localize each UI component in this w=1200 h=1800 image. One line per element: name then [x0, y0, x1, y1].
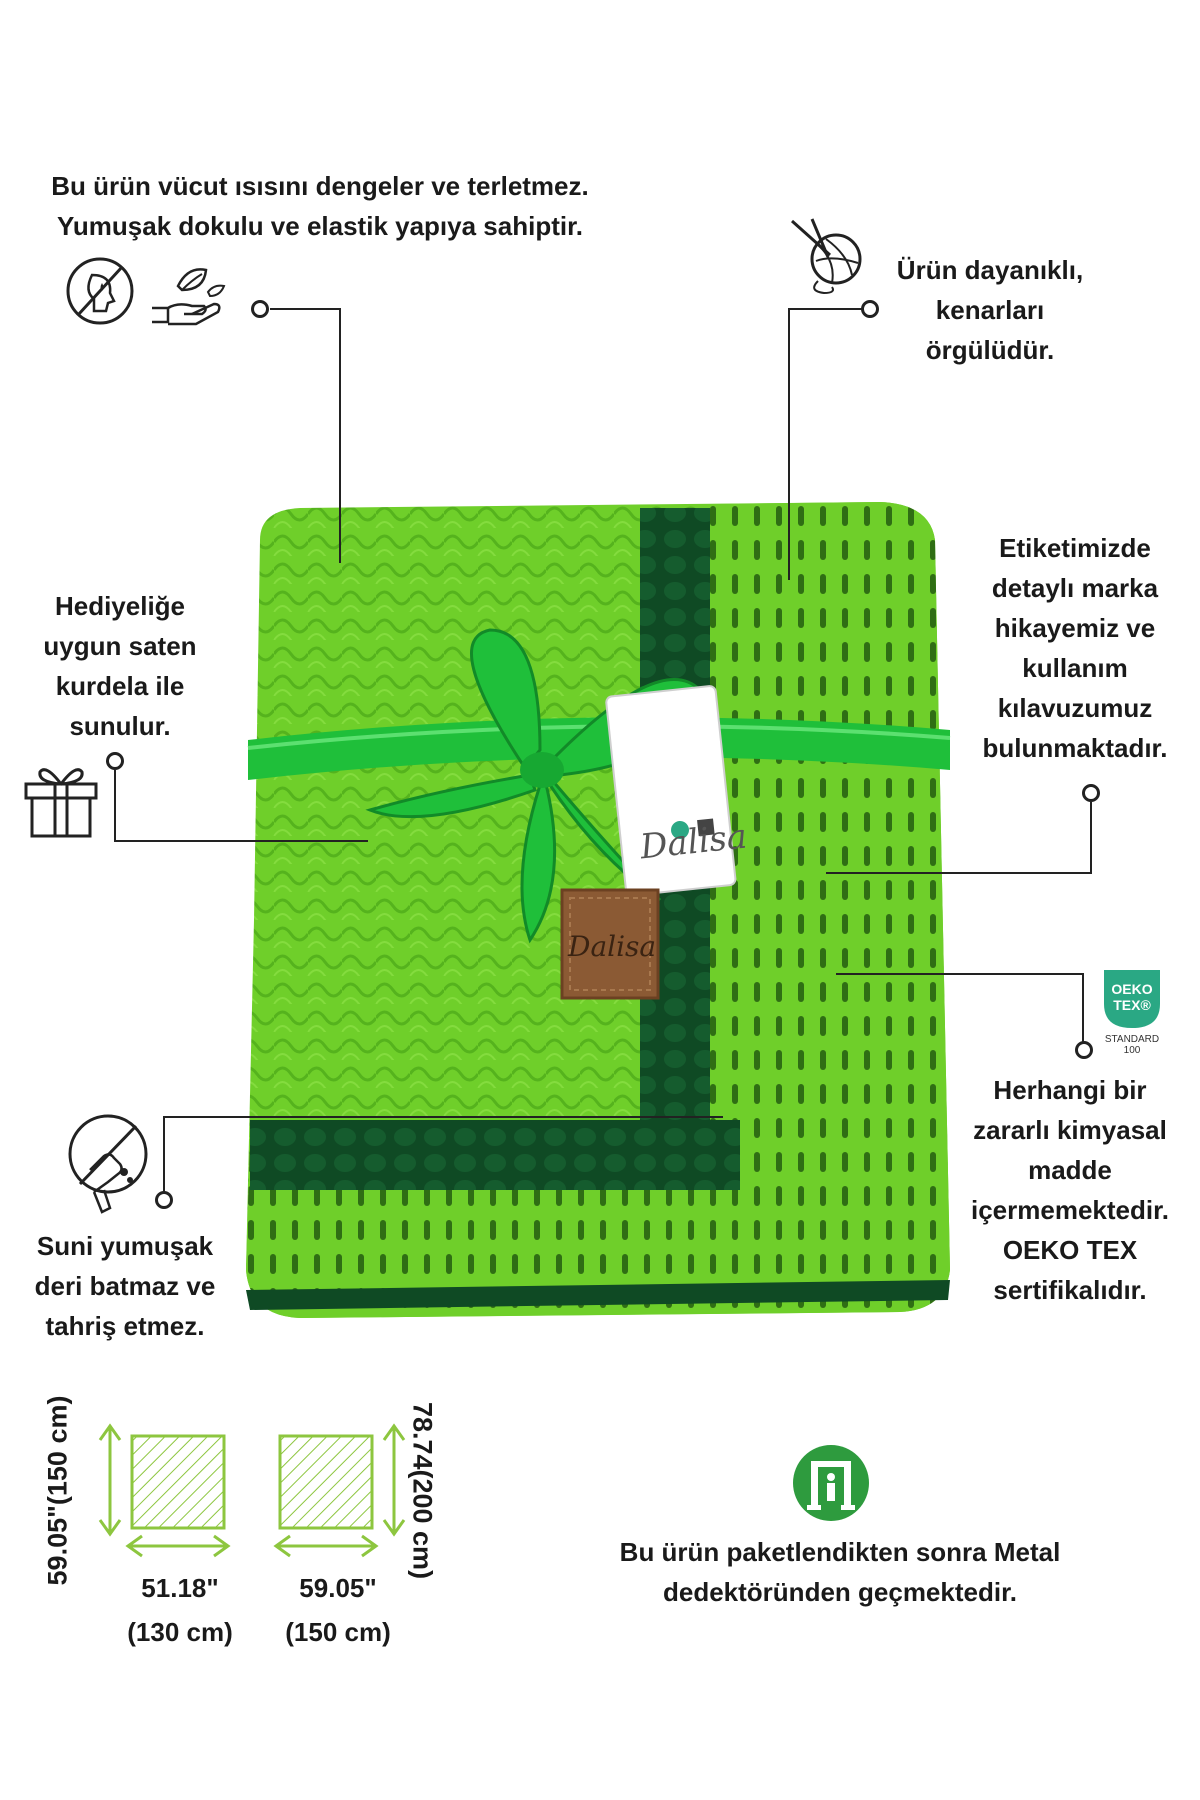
durable-text-3: örgülüdür.: [925, 335, 1055, 365]
size-diagram-1: [96, 1420, 236, 1560]
breathable-text-1: Bu ürün vücut ısısını dengeler ve terlet…: [51, 171, 589, 201]
chemical-text-4: içermemektedir.: [970, 1195, 1169, 1225]
breathable-text-2: Yumuşak dokulu ve elastik yapıya sahipti…: [56, 211, 583, 241]
chemical-pointer-line-h: [836, 973, 1083, 975]
label-pointer-dot: [1082, 784, 1100, 802]
oeko-tex-badge: OEKO TEX®: [1100, 970, 1164, 1030]
size-1-width-line2: (130 cm): [127, 1617, 233, 1647]
metal-text-1: Bu ürün paketlendikten sonra Metal: [619, 1537, 1061, 1567]
size-1-width-line1: 51.18": [141, 1573, 219, 1603]
durable-pointer-line-v: [788, 308, 790, 580]
leather-text-2: deri batmaz ve: [34, 1271, 216, 1301]
breathable-pointer-line-h: [270, 308, 340, 310]
metal-detector-icon: [791, 1443, 871, 1523]
soft-hand-icon: [148, 262, 228, 326]
oeko-standard-label: STANDARD 100: [1094, 1034, 1170, 1056]
durable-pointer-dot: [861, 300, 879, 318]
metal-text-2: dedektöründen geçmektedir.: [663, 1577, 1017, 1607]
chemical-pointer-line-v: [1082, 973, 1084, 1043]
size-diagram-2: [272, 1420, 412, 1560]
oeko-badge-line1: OEKO: [1111, 981, 1153, 997]
breathable-pointer-dot: [251, 300, 269, 318]
breathable-pointer-line-v: [339, 308, 341, 563]
label-text-6: bulunmaktadır.: [982, 733, 1168, 763]
durable-text-2: kenarları: [935, 295, 1045, 325]
chemical-pointer-dot: [1075, 1041, 1093, 1059]
durable-pointer-line-h: [788, 308, 862, 310]
gift-pointer-dot: [106, 752, 124, 770]
size-2-width-line1: 59.05": [299, 1573, 377, 1603]
chemical-text-1: Herhangi bir: [993, 1075, 1147, 1105]
gift-text-1: Hediyeliğe: [54, 591, 186, 621]
label-pointer-line-v: [1090, 802, 1092, 874]
leather-pointer-line-v: [163, 1116, 165, 1192]
leather-patch-logo: Dalisa: [568, 930, 657, 963]
size-1-height: 59.05"(150 cm): [42, 1395, 73, 1586]
gift-pointer-line-h: [114, 840, 368, 842]
label-text-3: hikayemiz ve: [994, 613, 1156, 643]
gift-text-2: uygun saten: [43, 631, 197, 661]
size-2-width-line2: (150 cm): [285, 1617, 391, 1647]
leather-pointer-dot: [155, 1191, 173, 1209]
chemical-text-6: sertifikalıdır.: [993, 1275, 1147, 1305]
yarn-ball-icon: [788, 215, 870, 295]
leather-text-1: Suni yumuşak: [36, 1231, 214, 1261]
gift-box-icon: [22, 762, 100, 838]
label-text-5: kılavuzumuz: [997, 693, 1153, 723]
oeko-badge-line2: TEX®: [1113, 997, 1151, 1013]
no-sweat-icon: [64, 255, 136, 327]
leather-pointer-line-h: [163, 1116, 723, 1118]
label-text-2: detaylı marka: [991, 573, 1159, 603]
leather-text-3: tahriş etmez.: [45, 1311, 205, 1341]
gift-pointer-line-v: [114, 770, 116, 841]
label-text-4: kullanım: [1022, 653, 1128, 683]
label-text-1: Etiketimizde: [999, 533, 1151, 563]
oeko-standard-line1: STANDARD: [1104, 1034, 1160, 1045]
chemical-text-2: zararlı kimyasal: [973, 1115, 1167, 1145]
blanket-image: [240, 500, 960, 1330]
chemical-text-3: madde: [1028, 1155, 1112, 1185]
durable-text-1: Ürün dayanıklı,: [896, 255, 1084, 285]
gift-text-3: kurdela ile: [55, 671, 185, 701]
oeko-standard-line2: 100: [1123, 1045, 1141, 1056]
no-irritation-icon: [64, 1112, 154, 1216]
chemical-text-5: OEKO TEX: [1002, 1235, 1138, 1265]
gift-text-4: sunulur.: [69, 711, 171, 741]
label-pointer-line-h: [826, 872, 1092, 874]
